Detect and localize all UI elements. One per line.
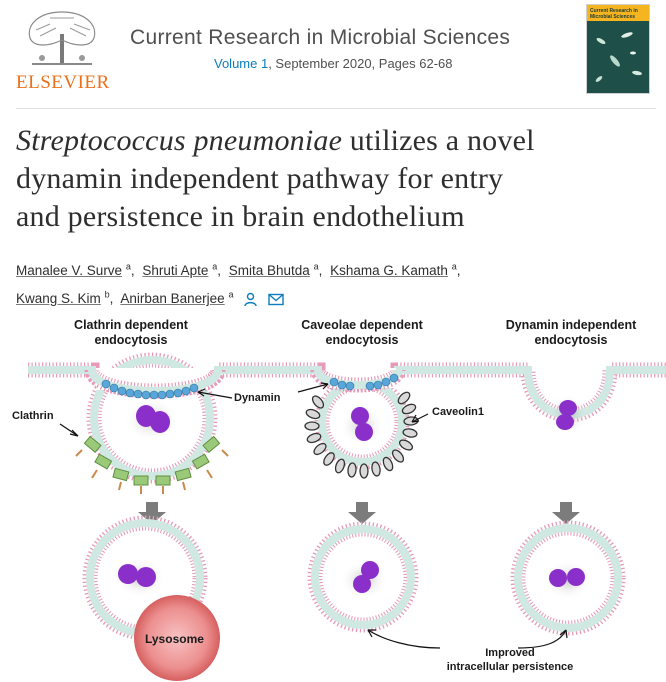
label-lysosome: Lysosome bbox=[145, 632, 204, 646]
author-link[interactable]: Smita Bhutda a bbox=[228, 261, 319, 278]
dynamin-ring-1 bbox=[101, 379, 199, 400]
label-pointers bbox=[59, 382, 568, 649]
author-link[interactable]: Kwang S. Kim b bbox=[16, 289, 110, 307]
endocytosis-diagram bbox=[28, 352, 666, 681]
header-divider bbox=[16, 108, 656, 109]
title-part-3: and persistence in brain endothelium bbox=[16, 200, 465, 233]
bacteria-2 bbox=[351, 407, 373, 441]
bacteria-1 bbox=[136, 405, 170, 433]
cover-band bbox=[587, 5, 649, 21]
publisher-wordmark: ELSEVIER bbox=[16, 72, 110, 93]
title-part-1: utilizes a novel bbox=[342, 124, 535, 157]
bacteria-3 bbox=[556, 400, 577, 430]
author-link[interactable]: Manalee V. Surve a bbox=[16, 261, 131, 278]
issue-details: , September 2020, Pages 62-68 bbox=[268, 56, 453, 71]
journal-title-link[interactable]: Current Research in Microbial Sciences bbox=[130, 26, 511, 49]
issue-line: Volume 1, September 2020, Pages 62-68 bbox=[214, 56, 453, 71]
endosome-3 bbox=[510, 520, 626, 636]
journal-header: ELSEVIER Current Research in Microbial S… bbox=[0, 0, 666, 100]
elsevier-logo[interactable]: ELSEVIER bbox=[16, 6, 110, 93]
author-link[interactable]: Kshama G. Kamath a bbox=[330, 261, 457, 278]
volume-link[interactable]: Volume 1 bbox=[214, 56, 269, 71]
endosome-2 bbox=[307, 521, 419, 633]
title-organism: Streptococcus pneumoniae bbox=[16, 124, 343, 157]
cover-title: Current Research in Microbial Sciences bbox=[590, 8, 638, 20]
person-icon[interactable] bbox=[243, 292, 258, 307]
author-link[interactable]: Shruti Apte a bbox=[142, 261, 218, 278]
elsevier-tree-icon bbox=[28, 11, 96, 65]
article-title: Streptococcus pneumoniae utilizes a nove… bbox=[16, 122, 660, 236]
down-arrows bbox=[138, 502, 580, 524]
dynamin-ring-2 bbox=[329, 373, 399, 391]
clathrin-coat bbox=[83, 435, 221, 486]
cover-microbes-art bbox=[595, 32, 642, 82]
lysosome bbox=[134, 595, 220, 681]
author-link[interactable]: Anirban Banerjee a bbox=[120, 289, 234, 307]
label-clathrin: Clathrin bbox=[12, 410, 54, 422]
envelope-icon[interactable] bbox=[268, 293, 284, 306]
label-dynamin: Dynamin bbox=[234, 392, 281, 404]
label-caveolin: Caveolin1 bbox=[432, 406, 484, 418]
caveolin-coat bbox=[304, 391, 419, 479]
journal-cover-thumbnail[interactable]: Current Research in Microbial Sciences bbox=[586, 4, 650, 94]
author-list: Manalee V. Surve a, Shruti Apte a, Smita… bbox=[16, 261, 461, 307]
title-part-2: dynamin independent pathway for entry bbox=[16, 162, 504, 195]
